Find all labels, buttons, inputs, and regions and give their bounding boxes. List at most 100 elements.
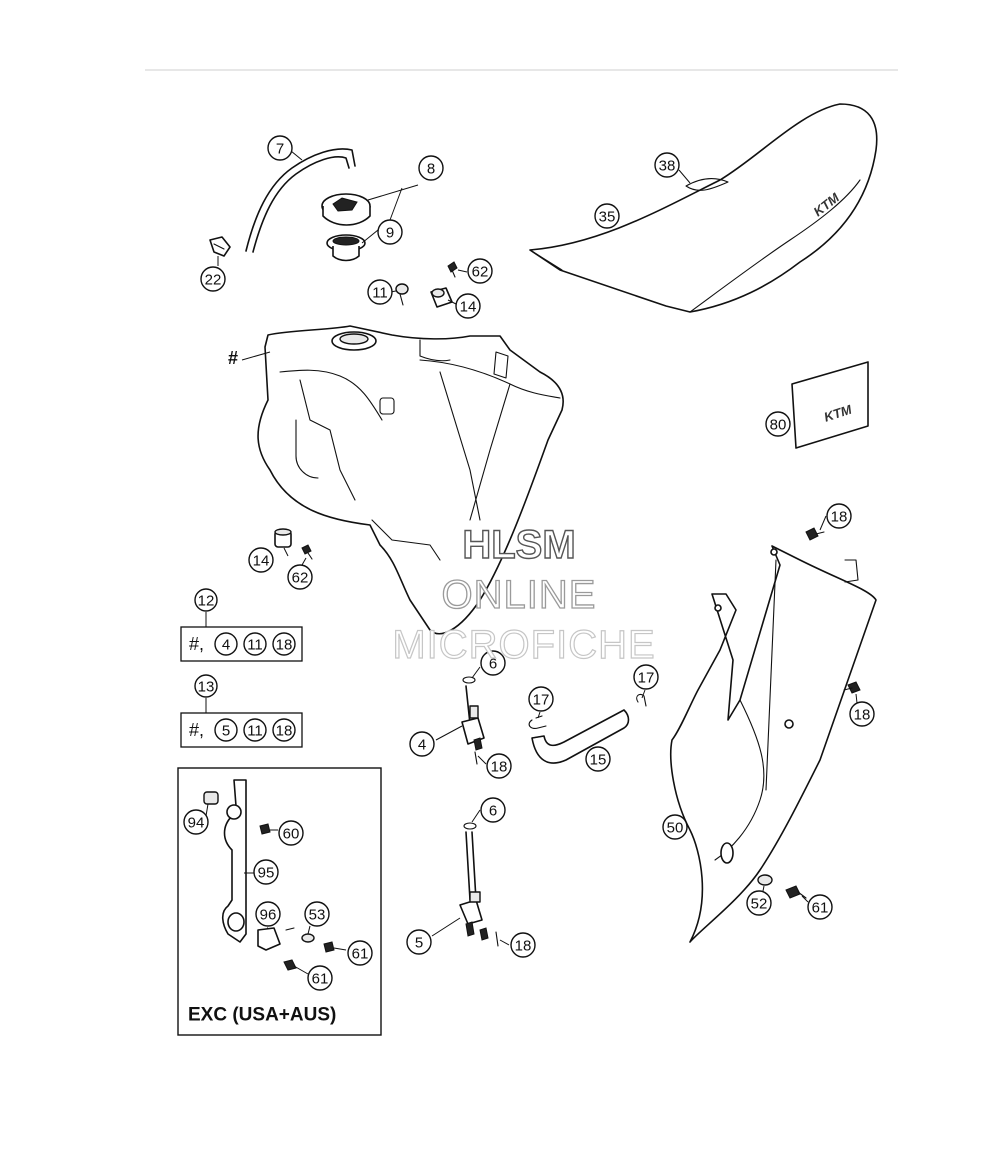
callout-number: 18 [491, 759, 508, 776]
kit-prefix: #, [189, 720, 204, 740]
screw-part-61 [785, 885, 807, 899]
callout-number: 6 [489, 803, 497, 820]
callout-6: 6 [480, 797, 506, 823]
fuel-tap-upper [461, 676, 485, 765]
seat: KTM [529, 103, 878, 313]
decal: KTM [791, 361, 869, 449]
callout-number: 9 [386, 225, 394, 242]
callout-number: 22 [205, 272, 222, 289]
callout-4: 4 [409, 731, 435, 757]
callout-circle [214, 632, 238, 656]
kit-id-13: 13 [194, 674, 218, 698]
kit-part-11: 11 [243, 718, 267, 742]
callout-circle [418, 155, 444, 181]
callout-18: 18 [849, 701, 875, 727]
callout-circle [585, 746, 611, 772]
callout-6: 6 [480, 650, 506, 676]
callout-number: 11 [372, 285, 388, 302]
callout-number: 80 [770, 417, 787, 434]
callout-circle [409, 731, 435, 757]
callout-circle [253, 859, 279, 885]
callout-number: 95 [258, 865, 275, 882]
callout-number: 14 [253, 553, 270, 570]
callout-60: 60 [278, 820, 304, 846]
callout-circle [248, 547, 274, 573]
callout-number: 13 [198, 679, 215, 696]
callout-circle [467, 258, 493, 284]
callout-62: 62 [467, 258, 493, 284]
callout-circle [272, 632, 296, 656]
screw-panel-top [805, 527, 825, 541]
bolt-part [447, 261, 458, 278]
callout-number: 6 [489, 656, 497, 673]
callout-50: 50 [662, 814, 688, 840]
callout-number: 7 [276, 141, 284, 158]
washer-part [757, 874, 773, 886]
callout-number: 8 [427, 161, 435, 178]
callout-number: 18 [831, 509, 848, 526]
callout-9: 9 [377, 219, 403, 245]
watermark-line-2: ONLINE [442, 573, 597, 617]
inset-frame [177, 767, 382, 1036]
callout-14: 14 [455, 293, 481, 319]
callout-number: 4 [222, 637, 230, 654]
callout-62: 62 [287, 564, 313, 590]
callout-circle [243, 718, 267, 742]
callout-35: 35 [594, 203, 620, 229]
watermark-line-3: MICROFICHE [392, 623, 655, 667]
callout-14: 14 [248, 547, 274, 573]
callout-circle [272, 718, 296, 742]
hose-clip-right [636, 693, 647, 707]
callout-95: 95 [253, 859, 279, 885]
callout-7: 7 [267, 135, 293, 161]
callout-15: 15 [585, 746, 611, 772]
callout-17: 17 [633, 664, 659, 690]
callout-circle [510, 932, 536, 958]
callout-53: 53 [304, 901, 330, 927]
callout-circle [662, 814, 688, 840]
callout-circle [594, 203, 620, 229]
callout-61: 61 [347, 940, 373, 966]
callout-18: 18 [486, 753, 512, 779]
fuel-tap-lower [459, 822, 499, 947]
kit-part-18: 18 [272, 718, 296, 742]
callout-circle [528, 686, 554, 712]
callout-circle [194, 674, 218, 698]
callout-number: 60 [283, 826, 300, 843]
callout-number: 96 [260, 907, 277, 924]
kit-part-4: 4 [214, 632, 238, 656]
callout-circle [214, 718, 238, 742]
watermark: HLSM ONLINE MICROFICHE [392, 522, 656, 667]
callout-number: 18 [515, 938, 532, 955]
callout-number: 12 [198, 593, 215, 610]
callout-number: 5 [415, 935, 423, 952]
callout-94: 94 [183, 809, 209, 835]
kit-part-18: 18 [272, 632, 296, 656]
callout-circle [486, 753, 512, 779]
callout-number: 18 [276, 723, 293, 740]
fuel-hose [531, 709, 630, 764]
breather-hose [245, 148, 356, 253]
callout-number: 61 [352, 946, 369, 963]
hose-clip-left [528, 715, 547, 729]
callout-number: 94 [188, 815, 205, 832]
callout-number: 62 [292, 570, 309, 587]
callout-circle [826, 503, 852, 529]
callout-number: 35 [599, 209, 616, 226]
elbow-fitting [209, 236, 231, 257]
callout-circle [633, 664, 659, 690]
callout-18: 18 [826, 503, 852, 529]
callout-circle [243, 632, 267, 656]
callout-circle [480, 797, 506, 823]
kit-id-12: 12 [194, 588, 218, 612]
fuel-cap [321, 193, 371, 226]
callout-circle [347, 940, 373, 966]
callout-circle [194, 588, 218, 612]
callout-38: 38 [654, 152, 680, 178]
callout-number: 61 [812, 900, 829, 917]
kit-part-11: 11 [243, 632, 267, 656]
callout-number: 62 [472, 264, 489, 281]
kit-part-5: 5 [214, 718, 238, 742]
